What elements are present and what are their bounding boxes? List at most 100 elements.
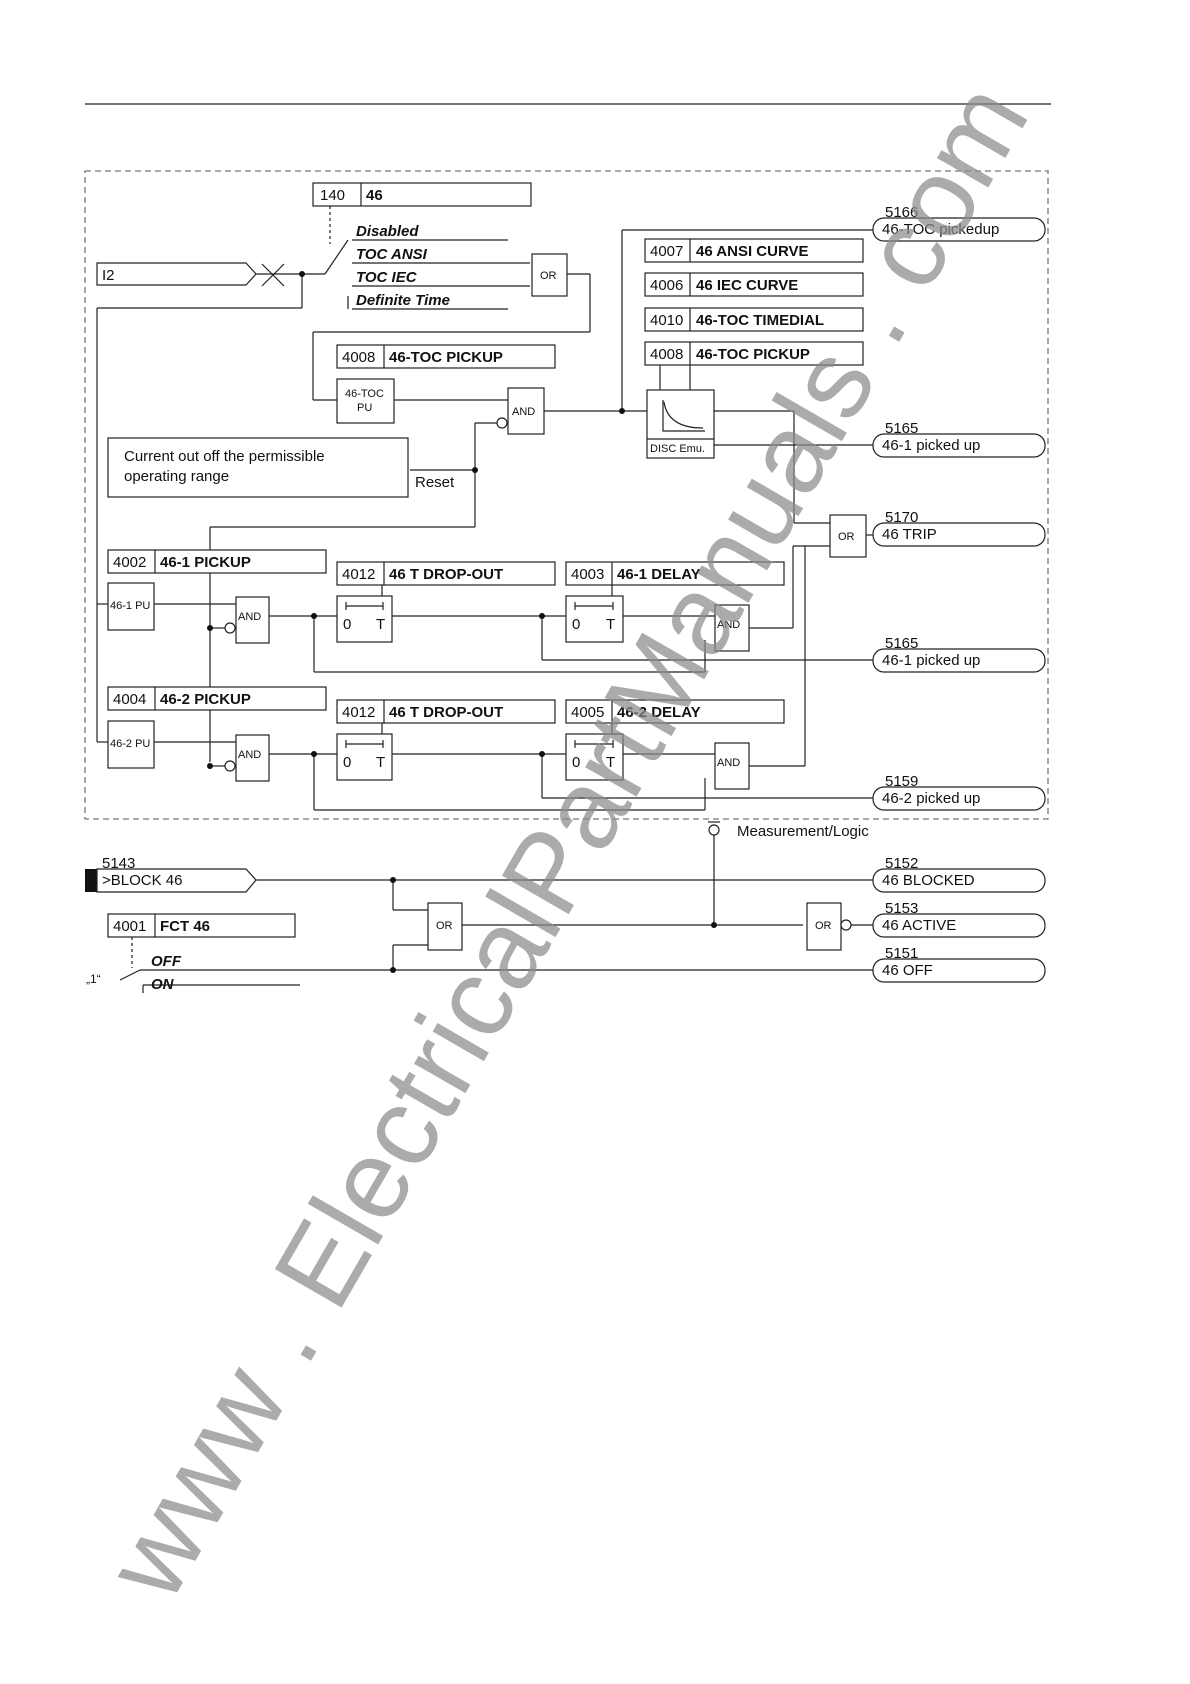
svg-text:Measurement/Logic: Measurement/Logic [737,823,869,840]
svg-text:46-1 picked up: 46-1 picked up [882,437,980,454]
svg-text:46 T DROP-OUT: 46 T DROP-OUT [389,704,503,721]
param-pickup-1: 4002 46-1 PICKUP [107,549,327,574]
switch-value: „1“ [86,972,101,986]
timer-delay-1: 0 T [565,595,624,643]
svg-text:4008: 4008 [650,346,683,363]
svg-text:5153: 5153 [885,900,918,917]
function-frame [84,170,1049,820]
and-gate-stage1-a: AND [224,596,270,644]
output-5159: 5159 46-2 picked up [872,773,1046,811]
svg-text:4001: 4001 [113,918,146,935]
svg-text:46-2 picked up: 46-2 picked up [882,790,980,807]
svg-text:46-TOC TIMEDIAL: 46-TOC TIMEDIAL [696,312,824,329]
param-function-46: 140 46 [312,182,532,207]
svg-text:46 IEC CURVE: 46 IEC CURVE [696,277,798,294]
svg-text:I2: I2 [102,267,115,284]
pu1-block: 46-1 PU [107,582,155,631]
param-iec-curve: 4006 46 IEC CURVE [644,272,864,297]
svg-text:46-1 PU: 46-1 PU [110,600,150,612]
svg-text:operating range: operating range [124,468,229,485]
svg-text:OR: OR [838,531,855,543]
svg-text:46-TOC PICKUP: 46-TOC PICKUP [696,346,810,363]
svg-text:5152: 5152 [885,855,918,872]
option-definite-time: Definite Time [356,292,450,309]
or-gate-lower-left: OR [427,902,463,951]
svg-text:5143: 5143 [102,855,135,872]
svg-text:0: 0 [343,616,351,633]
svg-text:4008: 4008 [342,349,375,366]
timer-dropout-1: 0 T [336,595,393,643]
svg-text:0: 0 [572,616,580,633]
disc-emu-block: DISC Emu. [646,389,715,459]
svg-text:46-1 picked up: 46-1 picked up [882,652,980,669]
or-gate-curve-select: OR [531,253,568,297]
timer-delay-2: 0 T [565,733,624,781]
option-disabled: Disabled [356,223,419,240]
svg-text:AND: AND [717,619,740,631]
param-toc-timedial: 4010 46-TOC TIMEDIAL [644,307,864,332]
svg-text:OR: OR [815,920,832,932]
timer-dropout-2: 0 T [336,733,393,781]
svg-text:T: T [376,616,385,633]
param-toc-pickup-left: 4008 46-TOC PICKUP [336,344,556,369]
svg-text:4007: 4007 [650,243,683,260]
svg-text:5165: 5165 [885,420,918,437]
svg-text:OR: OR [540,270,557,282]
svg-text:46 ANSI CURVE: 46 ANSI CURVE [696,243,809,260]
toc-pu-block: 46-TOC PU [336,378,395,424]
svg-text:OR: OR [436,920,453,932]
and-gate-stage2-a: AND [224,734,270,782]
svg-text:5151: 5151 [885,945,918,962]
svg-text:5170: 5170 [885,509,918,526]
svg-text:46-TOC PICKUP: 46-TOC PICKUP [389,349,503,366]
output-5165-toc: 5165 46-1 picked up [872,420,1046,458]
junctions [207,271,717,973]
function-name: 46 [366,187,383,204]
svg-text:0: 0 [572,754,580,771]
svg-text:46-TOC: 46-TOC [345,388,384,400]
block-input-5143: 5143 >BLOCK 46 [85,855,257,893]
svg-text:46-2 PICKUP: 46-2 PICKUP [160,691,251,708]
option-toc-ansi: TOC ANSI [356,246,428,263]
svg-text:46-2 DELAY: 46-2 DELAY [617,704,701,721]
svg-text:46 OFF: 46 OFF [882,962,933,979]
inverse-curve-icon [663,401,704,429]
output-5153: 5153 46 ACTIVE [872,900,1046,938]
param-ansi-curve: 4007 46 ANSI CURVE [644,238,864,263]
svg-text:T: T [376,754,385,771]
svg-text:AND: AND [717,757,740,769]
output-5151: 5151 46 OFF [872,945,1046,983]
switch-option-off: OFF [151,953,182,970]
output-5170: 5170 46 TRIP [872,509,1046,547]
svg-text:FCT 46: FCT 46 [160,918,210,935]
svg-text:4003: 4003 [571,566,604,583]
svg-text:46 T DROP-OUT: 46 T DROP-OUT [389,566,503,583]
param-pickup-2: 4004 46-2 PICKUP [107,686,327,711]
operating-range-box: Current out off the permissible operatin… [107,437,455,498]
switch-option-on: ON [151,976,175,993]
svg-text:4006: 4006 [650,277,683,294]
svg-text:0: 0 [343,754,351,771]
svg-text:4002: 4002 [113,554,146,571]
or-gate-trip: OR [829,514,867,558]
svg-text:T: T [606,616,615,633]
pu2-block: 46-2 PU [107,720,155,769]
svg-text:PU: PU [357,402,372,414]
svg-text:5159: 5159 [885,773,918,790]
svg-text:46-1 DELAY: 46-1 DELAY [617,566,701,583]
svg-text:AND: AND [238,611,261,623]
svg-text:46 ACTIVE: 46 ACTIVE [882,917,956,934]
svg-text:4005: 4005 [571,704,604,721]
function-address: 140 [320,187,345,204]
svg-text:Current out off the permissibl: Current out off the permissible [124,448,325,465]
svg-text:5166: 5166 [885,204,918,221]
svg-text:46 TRIP: 46 TRIP [882,526,937,543]
param-dropout-2: 4012 46 T DROP-OUT [336,699,556,724]
param-dropout-1: 4012 46 T DROP-OUT [336,561,556,586]
output-5152: 5152 46 BLOCKED [872,855,1046,893]
svg-text:46-2 PU: 46-2 PU [110,738,150,750]
output-5165-stage1: 5165 46-1 picked up [872,635,1046,673]
svg-text:46 BLOCKED: 46 BLOCKED [882,872,975,889]
output-5166: 5166 46-TOC pickedup [872,204,1046,242]
